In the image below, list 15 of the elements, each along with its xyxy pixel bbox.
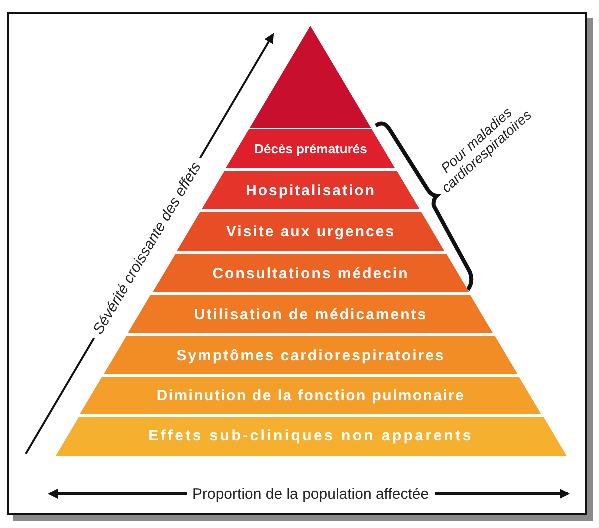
level-label: Effets sub-cliniques non apparents <box>148 428 474 444</box>
pyramid-level <box>201 170 421 211</box>
level-label: Diminution de la fonction pulmonaire <box>156 388 466 404</box>
level-label: Visite aux urgences <box>225 224 397 240</box>
axis-label: Proportion de la population affectée <box>186 486 436 502</box>
pyramid-level <box>56 416 566 456</box>
pyramid-level <box>79 376 543 416</box>
level-label: Décès prématurés <box>254 142 368 156</box>
pyramid-level <box>127 294 495 335</box>
pyramid-level <box>103 335 519 376</box>
level-label: Symptômes cardiorespiratoires <box>176 347 446 364</box>
level-label: Consultations médecin <box>212 265 410 282</box>
pyramid-apex <box>250 26 372 128</box>
level-label: Hospitalisation <box>244 182 377 199</box>
pyramid-level <box>225 128 397 170</box>
